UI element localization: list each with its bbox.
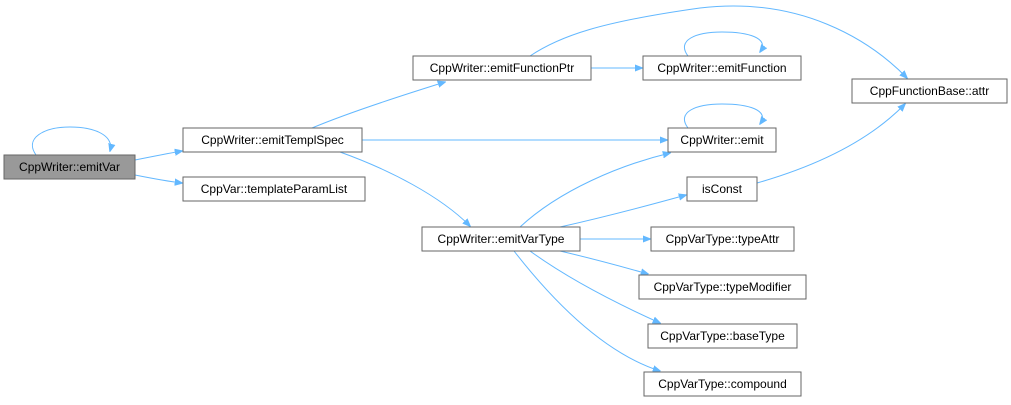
node-emitFunction[interactable]: CppWriter::emitFunction [642, 55, 802, 81]
edges-layer [31, 5, 907, 371]
node-templateParamList[interactable]: CppVar::templateParamList [182, 176, 366, 202]
edge-emitVarType-to-typeModifier [559, 250, 648, 274]
node-typeModifier[interactable]: CppVarType::typeModifier [638, 274, 807, 300]
node-box[interactable] [686, 176, 758, 202]
edge-emitVar-to-emitTemplSpec [134, 151, 182, 161]
nodes-layer: CppWriter::emitVar CppWriter::emitTemplSp… [3, 55, 1008, 397]
node-compound[interactable]: CppVarType::compound [643, 371, 802, 397]
node-emit[interactable]: CppWriter::emit [667, 127, 777, 153]
edge-isConst-to-attr [756, 104, 905, 184]
node-label: isConst [702, 182, 743, 196]
edge-emitFunctionPtr-to-attr [529, 5, 907, 78]
edge-emit-to-emit [683, 103, 762, 129]
node-label: CppVarType::compound [658, 377, 787, 391]
node-label: CppWriter::emitFunctionPtr [430, 61, 575, 75]
node-attr[interactable]: CppFunctionBase::attr [851, 78, 1008, 104]
node-box[interactable] [642, 55, 802, 81]
node-box[interactable] [412, 55, 592, 81]
node-label: CppWriter::emitFunction [657, 61, 786, 75]
node-box[interactable] [667, 127, 777, 153]
edge-emitFunction-to-emitFunction [683, 31, 762, 57]
node-emitTemplSpec[interactable]: CppWriter::emitTemplSpec [182, 127, 363, 153]
node-box[interactable] [851, 78, 1008, 104]
node-box[interactable] [182, 127, 363, 153]
node-label: CppVar::templateParamList [201, 182, 348, 196]
node-box[interactable] [643, 371, 802, 397]
node-emitVarType[interactable]: CppWriter::emitVarType [421, 226, 581, 252]
node-baseType[interactable]: CppVarType::baseType [647, 323, 798, 349]
node-box[interactable] [182, 176, 366, 202]
edge-emitVarType-to-emit [519, 153, 670, 228]
node-box[interactable] [650, 226, 795, 252]
node-box[interactable] [3, 154, 136, 180]
node-box[interactable] [421, 226, 581, 252]
edge-emitVar-to-emitVar [31, 126, 110, 156]
node-box[interactable] [638, 274, 807, 300]
node-label: CppWriter::emitVar [19, 160, 120, 174]
node-isConst[interactable]: isConst [686, 176, 758, 202]
node-label: CppWriter::emitVarType [438, 232, 565, 246]
node-label: CppFunctionBase::attr [870, 84, 989, 98]
edge-emitTemplSpec-to-emitFunctionPtr [311, 82, 445, 129]
node-emitVar[interactable]: CppWriter::emitVar [3, 154, 136, 180]
edge-emitVarType-to-compound [513, 250, 660, 371]
node-emitFunctionPtr[interactable]: CppWriter::emitFunctionPtr [412, 55, 592, 81]
node-typeAttr[interactable]: CppVarType::typeAttr [650, 226, 795, 252]
edge-emitVarType-to-isConst [559, 195, 686, 228]
node-label: CppWriter::emitTemplSpec [201, 133, 344, 147]
edge-emitVar-to-templateParamList [134, 174, 182, 183]
node-label: CppVarType::baseType [660, 329, 785, 343]
edge-emitVarType-to-baseType [529, 250, 660, 323]
node-label: CppWriter::emit [680, 133, 764, 147]
node-box[interactable] [647, 323, 798, 349]
node-label: CppVarType::typeAttr [666, 232, 780, 246]
edge-emitTemplSpec-to-emitVarType [339, 151, 470, 226]
node-label: CppVarType::typeModifier [654, 280, 792, 294]
